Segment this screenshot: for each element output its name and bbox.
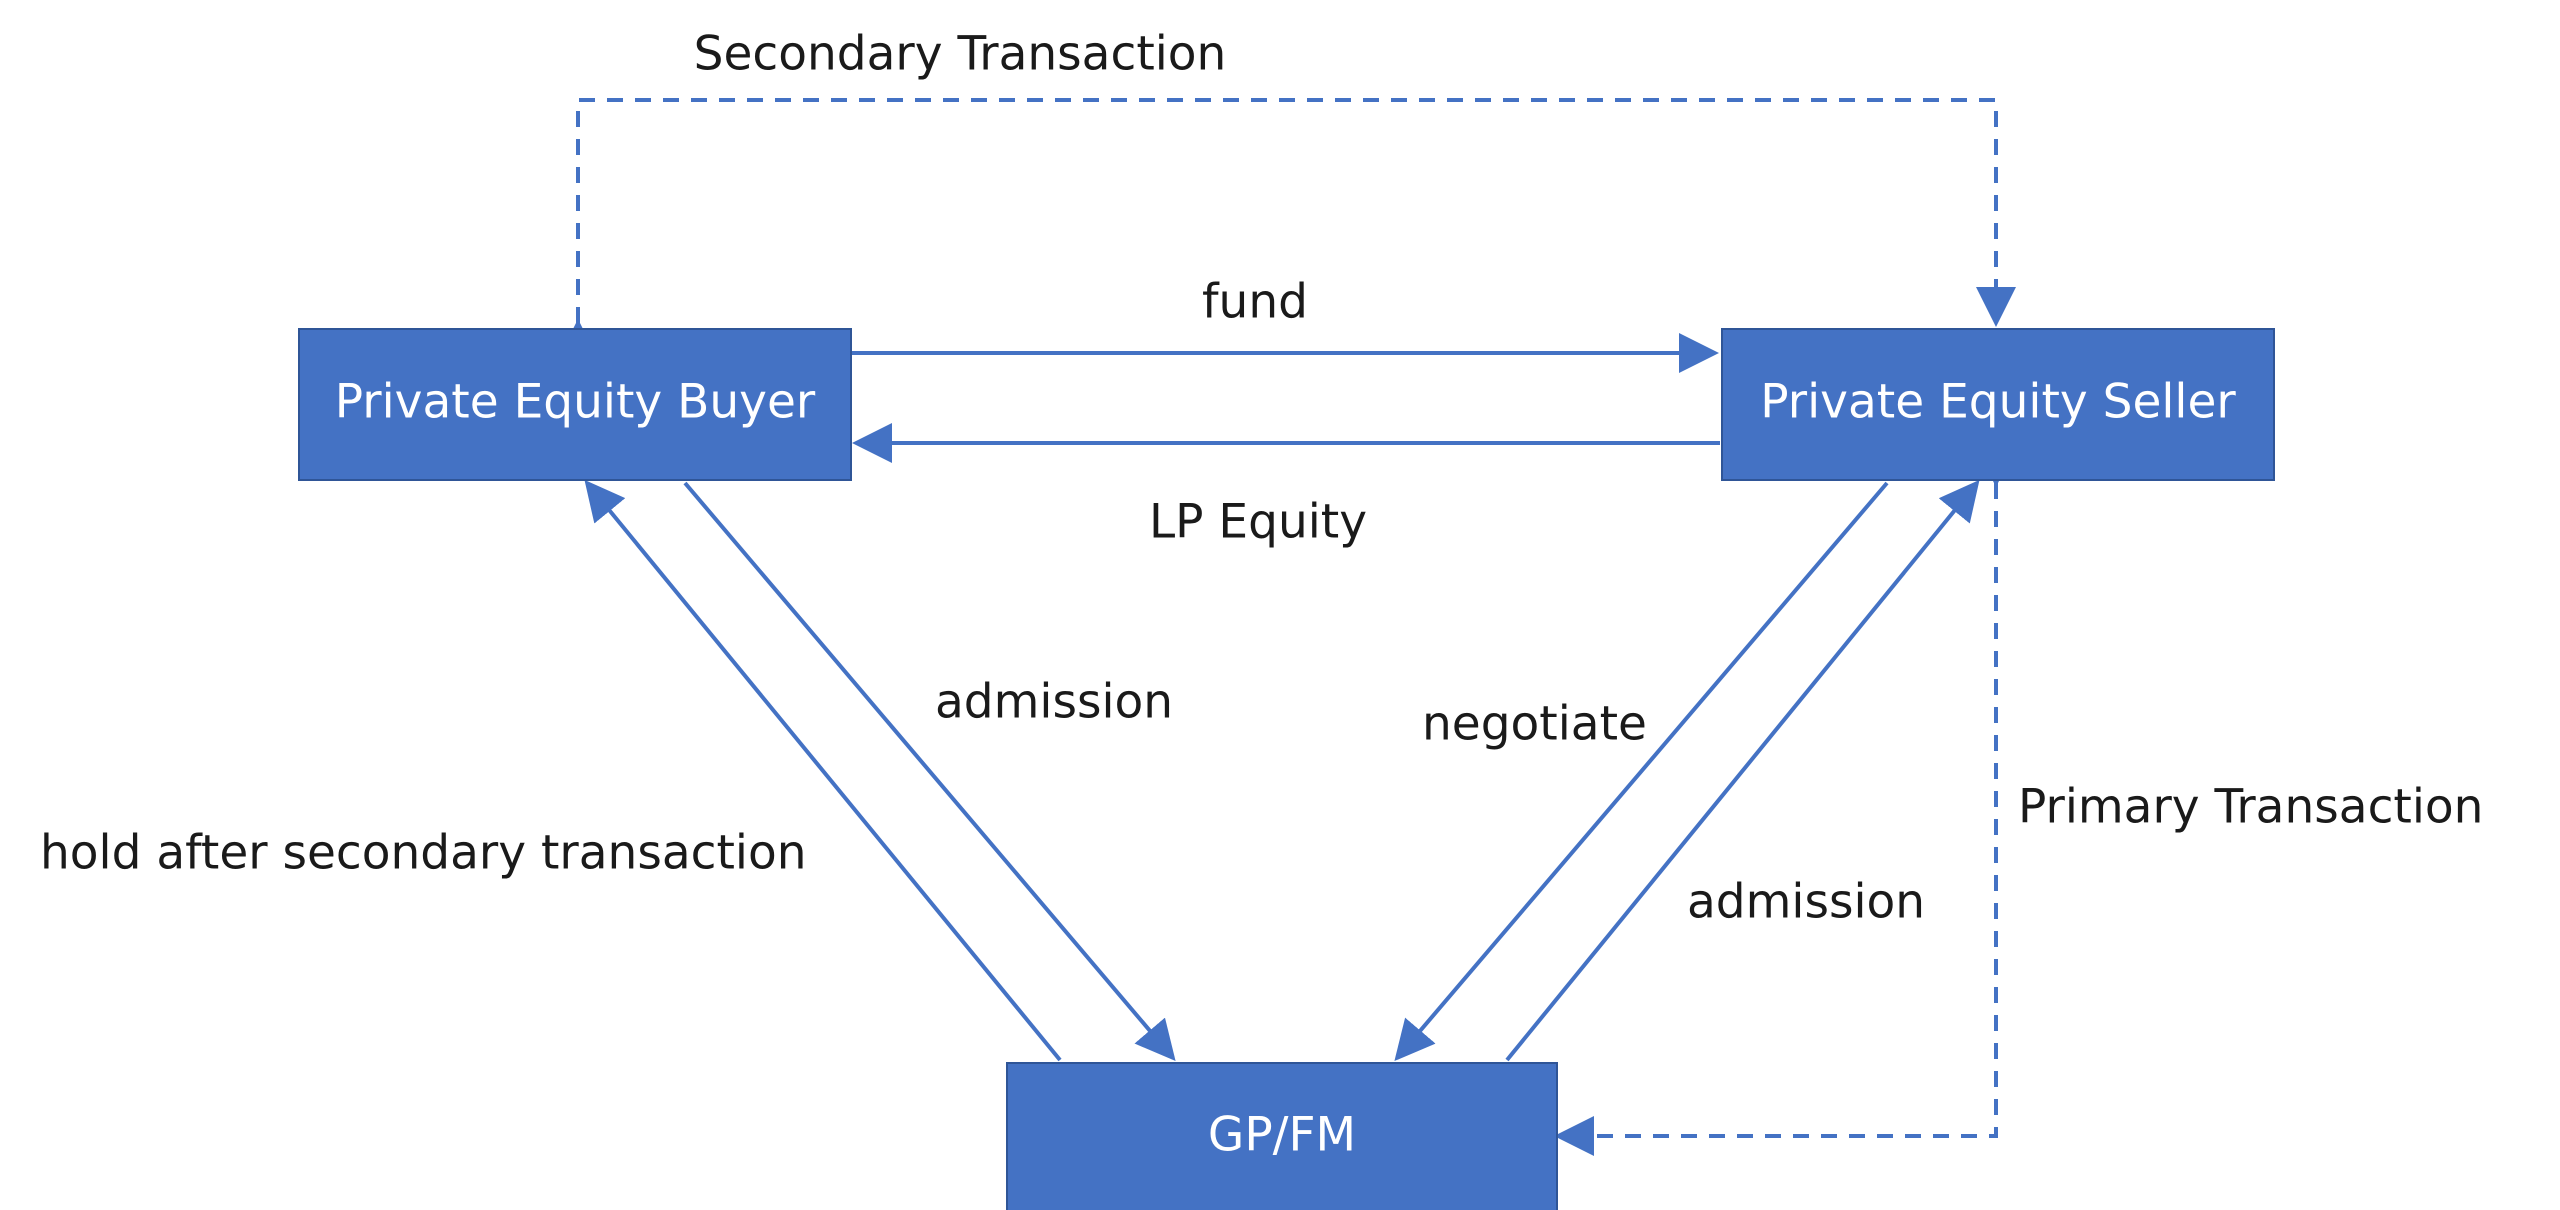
admission-buyer-arrow — [683, 481, 1176, 1062]
lp-equity-label: LP Equity — [1149, 495, 1367, 550]
admission-buyer-label: admission — [935, 675, 1173, 730]
node-private-equity-seller-label: Private Equity Seller — [1760, 375, 2236, 430]
secondary-transaction-label: Secondary Transaction — [694, 27, 1227, 82]
hold-after-label: hold after secondary transaction — [40, 826, 807, 881]
admission-seller-arrow — [1505, 479, 1980, 1062]
node-private-equity-buyer-label: Private Equity Buyer — [335, 375, 816, 430]
secondary-transaction-arrow — [558, 98, 2016, 359]
node-gp-fm: GP/FM — [1006, 1062, 1558, 1210]
negotiate-arrow — [1394, 481, 1889, 1062]
primary-transaction-arrow — [1554, 447, 2016, 1156]
node-private-equity-buyer: Private Equity Buyer — [298, 328, 852, 481]
node-private-equity-seller: Private Equity Seller — [1721, 328, 2275, 481]
hold-after-arrow — [584, 479, 1062, 1062]
admission-seller-label: admission — [1687, 875, 1925, 930]
primary-transaction-label: Primary Transaction — [2018, 780, 2483, 835]
fund-label: fund — [1202, 275, 1308, 330]
negotiate-label: negotiate — [1422, 697, 1647, 752]
node-gp-fm-label: GP/FM — [1208, 1108, 1356, 1163]
